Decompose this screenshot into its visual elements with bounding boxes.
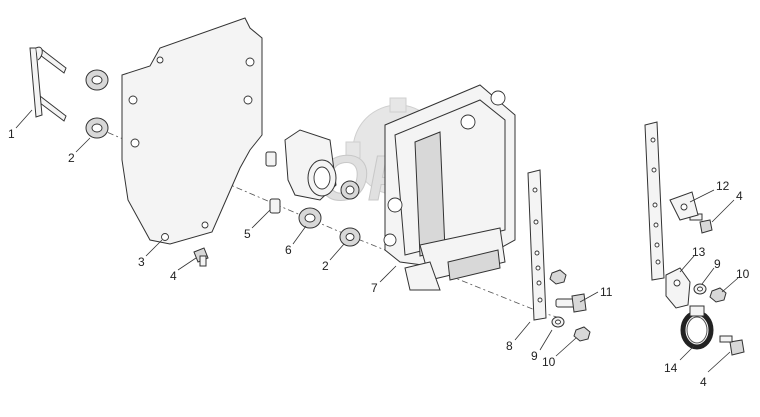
nut-part-10-left-top [549,269,567,285]
callout-3: 3 [138,255,145,269]
callout-14: 14 [664,361,678,375]
bushing-part-2-upper [85,69,109,91]
callout-6: 6 [285,243,292,257]
washer-part-9-left [551,316,565,328]
bracket-part-13 [665,267,691,309]
ecu-controller-part-7 [383,84,516,291]
mounting-plate-part-3 [121,17,263,245]
mounting-strip-part-8 [527,169,547,321]
stud-part-5 [265,151,281,214]
callout-4-upper-right: 4 [736,189,743,203]
callout-2-right: 2 [322,259,329,273]
washer-part-9-right [693,283,707,295]
bolt-part-4-upper-right [689,213,713,234]
nut-part-10-left [573,326,591,342]
callout-11: 11 [600,285,613,299]
bushing-part-2-mid [340,180,360,200]
callout-5: 5 [244,227,251,241]
callout-4-left: 4 [170,269,177,283]
bushing-part-2-lower [85,117,109,139]
callout-12: 12 [716,179,730,193]
callout-1: 1 [8,127,15,141]
callout-10-right: 10 [736,267,750,281]
callout-4-lower-right: 4 [700,375,707,389]
hose-clamp-part-14 [680,305,714,350]
callout-13: 13 [692,245,706,259]
bushing-part-2-right [339,227,361,247]
callout-2-left: 2 [68,151,75,165]
u-bolt-part-1 [29,46,67,122]
l-bracket-part-12 [669,191,699,221]
callout-9-right: 9 [714,257,721,271]
vertical-strip-right [644,121,665,281]
callout-8: 8 [506,339,513,353]
callout-leaders [15,109,739,373]
clip-part-11 [555,293,587,313]
callout-10-left: 10 [542,355,556,369]
bolt-part-4-lower-right [719,335,745,356]
bolt-part-4-left [193,247,209,267]
callout-7: 7 [371,281,378,295]
gasket-part-6 [284,129,337,229]
callout-9-left: 9 [531,349,538,363]
callout-labels: 1 2 3 4 5 6 2 7 8 9 10 11 12 4 13 9 10 1… [8,127,750,389]
